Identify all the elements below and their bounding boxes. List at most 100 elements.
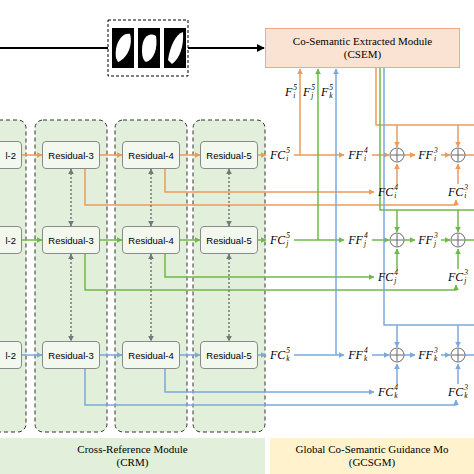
residual-block: l-2 [0, 141, 22, 169]
wire [85, 169, 456, 205]
wire [404, 239, 415, 241]
sum-sign [452, 234, 464, 246]
module-band: Cross-Reference Module(CRM) [0, 438, 265, 474]
node-text: Residual-3 [48, 235, 93, 246]
feature-label: FCj3 [448, 269, 468, 285]
wire [165, 369, 374, 392]
wire [258, 154, 266, 156]
sum-symbol [451, 148, 465, 162]
wire [165, 169, 374, 192]
image-shape [168, 32, 183, 64]
flow-arrow [22, 239, 42, 241]
wire [376, 68, 474, 125]
wire [441, 354, 450, 356]
image-shape [116, 34, 131, 62]
wire [465, 354, 474, 356]
reference-link [150, 254, 152, 341]
module-band: Global Co-Semantic Guidance Mo(GCSGM) [270, 438, 474, 474]
node-text: Global Co-Semantic Guidance Mo [295, 443, 448, 456]
wire [258, 354, 266, 356]
residual-block: Residual-4 [122, 226, 180, 254]
feature-label: FCk3 [448, 384, 468, 400]
feature-label: FFj3 [418, 232, 437, 248]
flow-arrow [100, 154, 122, 156]
wire [85, 369, 456, 405]
flow-arrow [100, 239, 122, 241]
node-text: Residual-3 [48, 350, 93, 361]
flow-arrow [22, 354, 42, 356]
sum-sign [391, 149, 403, 161]
wire [396, 364, 398, 384]
row-k-wires [85, 68, 474, 405]
sum-symbols [390, 148, 465, 362]
input-image [138, 28, 160, 68]
reference-link [70, 254, 72, 341]
feature-label: FCk4 [378, 384, 398, 400]
sum-symbol [390, 148, 404, 162]
sum-sign [391, 349, 403, 361]
node-text: Residual-5 [206, 235, 251, 246]
node-text: l-2 [5, 150, 16, 161]
wire [441, 154, 450, 156]
wire [457, 249, 459, 269]
wire [258, 239, 266, 241]
wire [396, 249, 398, 269]
wire [299, 69, 301, 155]
node-text: (CRM) [117, 456, 149, 469]
stage-group [35, 120, 107, 432]
feature-label: Fj5 [303, 84, 315, 100]
row-j-wires [85, 68, 474, 290]
feature-label: FCi4 [378, 184, 398, 200]
wire [457, 210, 459, 232]
wire [85, 254, 456, 290]
wire [396, 164, 398, 184]
node-text: Residual-3 [48, 150, 93, 161]
wire [465, 154, 474, 156]
module-box: Co-Semantic Extracted Module(CSEM) [265, 28, 460, 68]
feature-label: Fi5 [285, 84, 297, 100]
wire [404, 354, 415, 356]
wire [441, 239, 450, 241]
feature-label: FFk3 [418, 347, 437, 363]
sum-symbol [451, 233, 465, 247]
flow-arrow [100, 354, 122, 356]
residual-block: Residual-4 [122, 341, 180, 369]
image-group [108, 20, 188, 76]
sum-symbol [451, 348, 465, 362]
feature-label: FFi3 [418, 147, 437, 163]
feature-label: FCj5 [270, 232, 290, 248]
residual-block: l-2 [0, 341, 22, 369]
node-text: l-2 [5, 350, 16, 361]
sum-sign [391, 234, 403, 246]
wire [457, 364, 459, 384]
residual-block: Residual-4 [122, 141, 180, 169]
wire [457, 325, 459, 347]
input-arrow [188, 47, 264, 49]
residual-block: Residual-3 [42, 141, 100, 169]
feature-label: Fk5 [321, 84, 333, 100]
wire [165, 254, 374, 277]
residual-block: Residual-3 [42, 341, 100, 369]
reference-link [70, 169, 72, 226]
node-text: Residual-4 [128, 150, 173, 161]
wire [317, 69, 319, 240]
wire [465, 239, 474, 241]
residual-block: Residual-5 [200, 226, 258, 254]
node-text: (GCSGM) [349, 456, 395, 469]
feature-label: FCk5 [270, 347, 290, 363]
node-text: Co-Semantic Extracted Module [293, 35, 432, 48]
wire [396, 125, 398, 147]
node-text: Cross-Reference Module [77, 443, 187, 456]
sum-sign [452, 149, 464, 161]
wire [335, 69, 337, 355]
wire [396, 210, 398, 232]
node-text: Residual-5 [206, 150, 251, 161]
flow-arrow [22, 154, 42, 156]
feature-label: FCi5 [270, 147, 290, 163]
flow-arrow [180, 354, 200, 356]
feature-label: FFi4 [348, 147, 367, 163]
stage-group [115, 120, 187, 432]
sum-sign [452, 349, 464, 361]
input-line [0, 47, 108, 49]
